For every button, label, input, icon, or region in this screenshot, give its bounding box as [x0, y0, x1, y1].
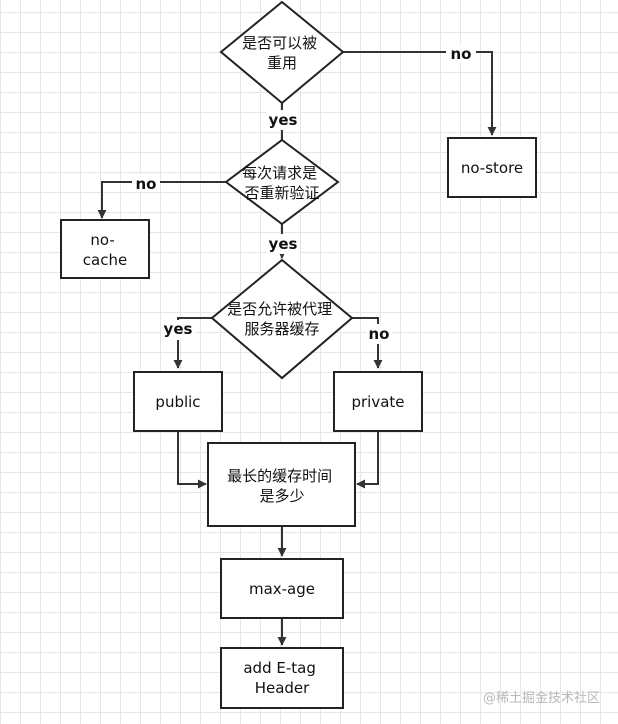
edge-proxy-no — [352, 317, 383, 369]
edge-label-bg — [446, 44, 476, 62]
decision-proxy-label: 是否允许被代理 服务器缓存 — [227, 300, 337, 338]
decision-revalidate-label: 每次请求是 否重新验证 — [242, 164, 322, 202]
decision-reuse — [219, 0, 345, 105]
decision-reuse-label: 是否可以被 重用 — [242, 34, 322, 72]
edge-proxy-yes — [173, 317, 212, 369]
node-labels: 是否可以被 重用 每次请求是 否重新验证 是否允许被代理 服务器缓存 no-st… — [83, 34, 523, 697]
box-add-etag — [220, 647, 344, 709]
box-max-cache-time — [207, 442, 356, 527]
edge-label-proxy-yes: yes — [164, 320, 193, 338]
box-public — [133, 371, 223, 432]
nodes — [60, 0, 537, 709]
edge-labels: no yes no yes yes no — [132, 44, 476, 344]
decision-proxy — [210, 258, 354, 380]
edge-label-proxy-no: no — [369, 325, 390, 343]
edge-label-bg — [132, 174, 160, 192]
box-private — [333, 371, 423, 432]
box-private-label: private — [351, 393, 404, 411]
box-no-store-label: no-store — [461, 159, 523, 177]
edge-label-bg — [266, 110, 300, 130]
edge-private-maxtime — [356, 432, 379, 489]
edge-label-reuse-yes: yes — [269, 111, 298, 129]
edge-label-revalidate-no: no — [136, 175, 157, 193]
box-public-label: public — [155, 393, 200, 411]
box-add-etag-label: add E-tag Header — [243, 659, 320, 697]
edge-label-revalidate-yes: yes — [269, 235, 298, 253]
decision-revalidate — [224, 138, 340, 226]
box-no-store — [447, 137, 537, 198]
edge-label-bg — [266, 234, 300, 254]
box-no-cache-label: no- cache — [83, 231, 127, 269]
edge-label-bg — [161, 320, 195, 340]
box-max-age-label: max-age — [249, 580, 315, 598]
box-no-cache — [60, 219, 150, 279]
box-max-age — [220, 558, 344, 619]
edge-label-reuse-no: no — [451, 45, 472, 63]
edge-reuse-no — [343, 51, 497, 136]
edge-label-bg — [366, 324, 392, 344]
edge-revalidate-no — [97, 181, 226, 219]
box-max-cache-time-label: 最长的缓存时间 是多少 — [227, 467, 337, 505]
watermark: @稀土掘金技术社区 — [483, 690, 600, 706]
edge-public-maxtime — [177, 432, 207, 489]
